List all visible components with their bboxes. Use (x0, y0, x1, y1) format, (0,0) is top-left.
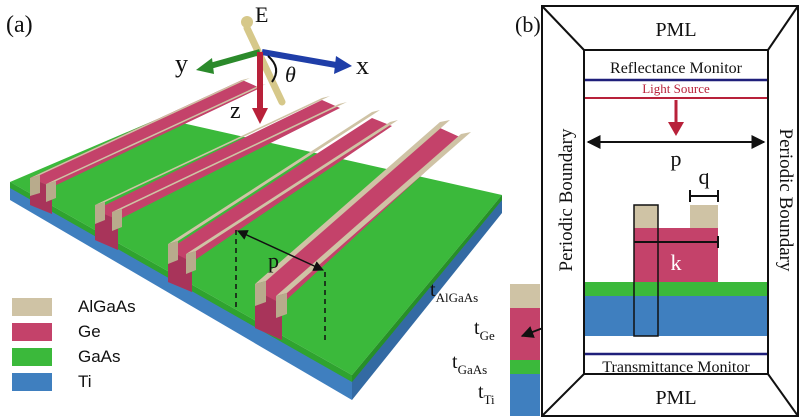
pml-bottom-label: PML (655, 387, 696, 409)
axis-theta-label: θ (285, 62, 296, 87)
thickness-stack: tAlGaAs tGe tGaAs tTi (430, 279, 633, 416)
y-axis-arrow (209, 49, 261, 69)
axis-y-label: y (175, 49, 188, 78)
grating-ridge-2 (95, 96, 347, 250)
legend-swatch-gaas (12, 348, 52, 366)
q-label: q (699, 164, 710, 189)
stack-algaas (510, 284, 540, 308)
cell-gaas-layer (585, 282, 767, 296)
corner-tr (767, 5, 799, 51)
period-arrow (237, 230, 324, 271)
light-source-arrowhead (668, 122, 684, 136)
corner-br (767, 373, 799, 417)
panel-a: p E x y z θ (a) (6, 2, 502, 400)
grating-ridge-3 (168, 110, 398, 292)
panel-b: (b) PML PML Reflectance Monitor Light So… (515, 5, 799, 417)
panel-b-label: (b) (515, 12, 541, 37)
stack-gaas (510, 360, 540, 374)
z-axis-head (252, 108, 268, 124)
periodic-boundary-left: Periodic Boundary (556, 128, 577, 272)
transmittance-monitor-label: Transmittance Monitor (602, 359, 750, 376)
legend-item-algaas: AlGaAs (12, 296, 136, 318)
e-field-tip (241, 16, 253, 28)
period-label-a: p (268, 248, 279, 273)
p-label: p (671, 146, 682, 171)
t-ge-label: tGe (474, 317, 495, 343)
t-algaas-label: tAlGaAs (430, 279, 478, 305)
t-gaas-label: tGaAs (452, 351, 487, 377)
legend-item-ti: Ti (12, 371, 92, 393)
theta-arc (267, 55, 278, 83)
legend-swatch-algaas (12, 298, 52, 316)
gaas-layer-side (352, 195, 502, 382)
cell-ti-layer (585, 296, 767, 336)
e-field-rod (243, 24, 286, 106)
stack-ti (510, 374, 540, 416)
legend-item-ge: Ge (12, 321, 101, 343)
panel-a-label: (a) (6, 12, 33, 38)
k-label: k (671, 250, 682, 275)
legend-swatch-ge (12, 323, 52, 341)
x-axis-arrow (261, 49, 337, 68)
cell-ge-block (634, 228, 718, 282)
legend-swatch-ti (12, 373, 52, 391)
corner-tl (541, 5, 585, 51)
axis-z-label: z (230, 98, 241, 124)
legend-label-ge: Ge (78, 322, 101, 341)
x-axis-head (334, 56, 352, 74)
grating-ridge-1 (30, 78, 266, 214)
pml-top-label: PML (655, 19, 696, 41)
legend-label-ti: Ti (78, 372, 92, 391)
cell-algaas-left (634, 205, 658, 228)
cell-stack-outline (633, 204, 659, 337)
corner-bl (541, 373, 585, 417)
periodic-boundary-right: Periodic Boundary (775, 128, 796, 272)
axis-e-label: E (255, 2, 268, 27)
reflectance-monitor-label: Reflectance Monitor (610, 60, 743, 77)
t-ti-label: tTi (478, 381, 495, 407)
y-axis-head (196, 58, 214, 74)
legend-label-algaas: AlGaAs (78, 297, 136, 316)
ti-layer-side (352, 195, 502, 400)
cell-algaas-right (690, 205, 718, 228)
legend-label-gaas: GaAs (78, 347, 121, 366)
light-source-label: Light Source (642, 81, 710, 96)
axis-x-label: x (356, 51, 369, 80)
legend-item-gaas: GaAs (12, 346, 121, 368)
